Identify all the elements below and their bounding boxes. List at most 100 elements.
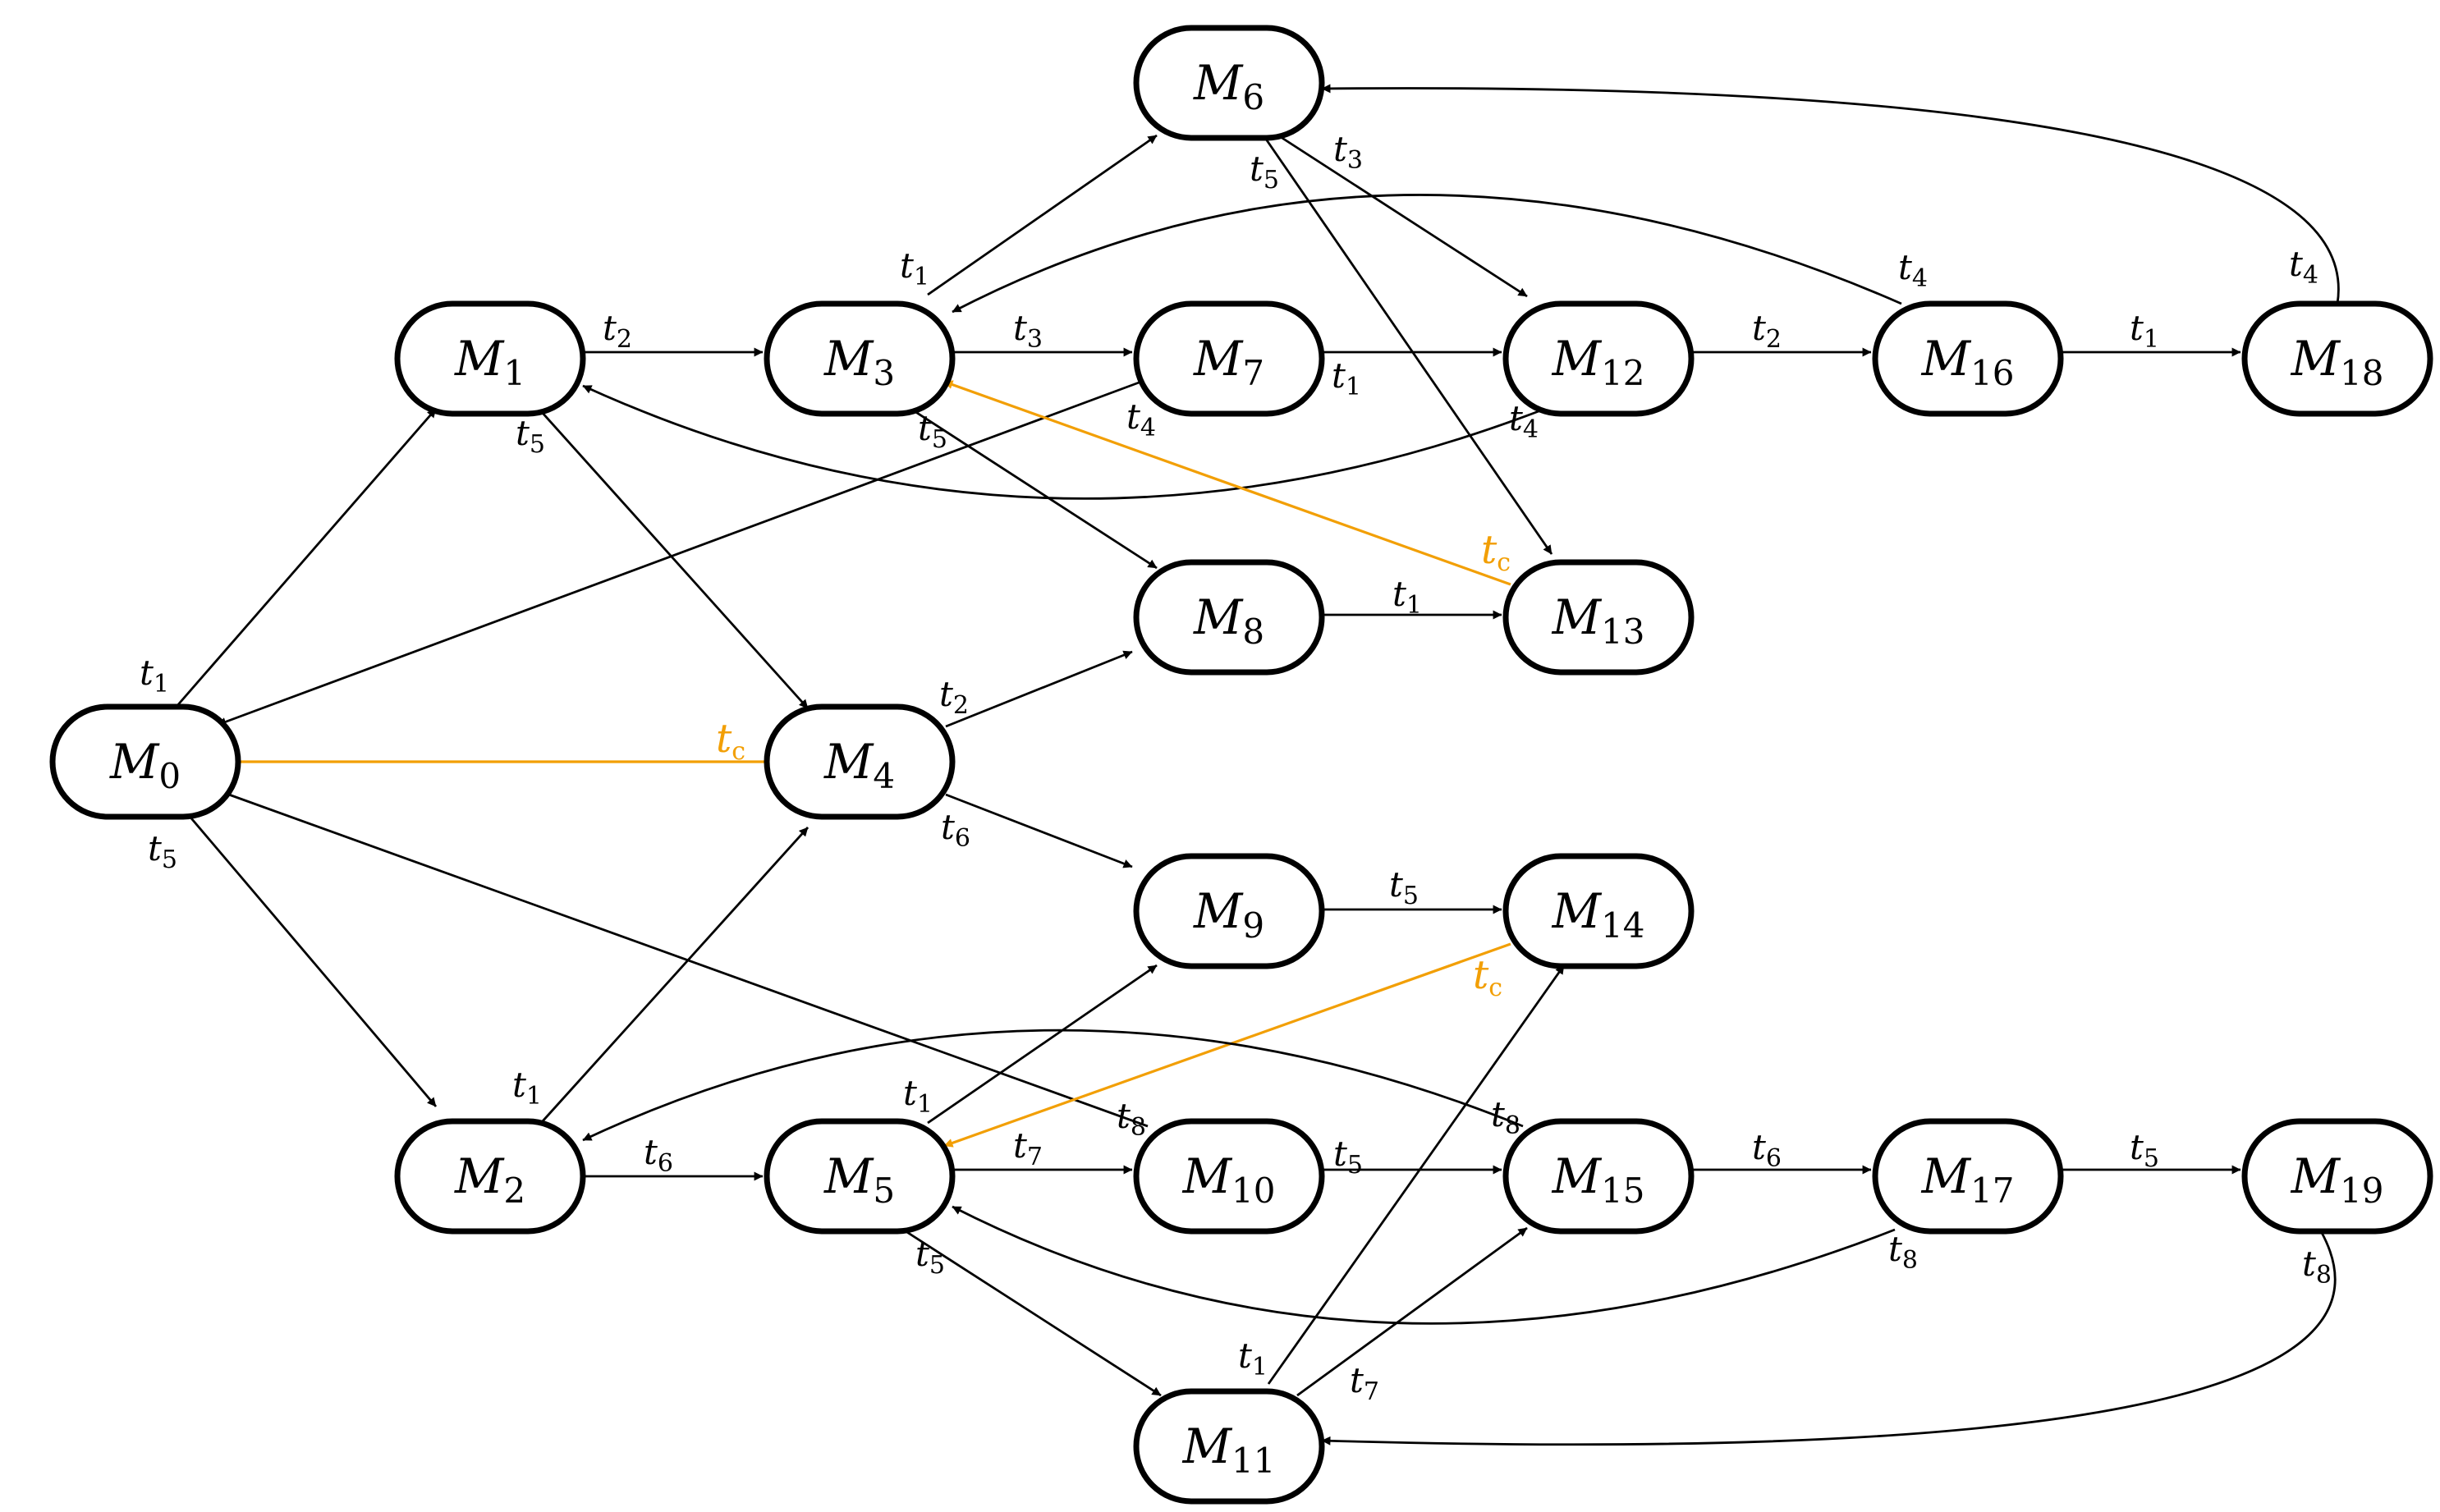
transition-arrow-m11-to-m15 [1296,1226,1528,1397]
transition-arrow-m19-to-m11 [1321,1230,2337,1446]
transition-arrow-m15-to-m2 [582,1029,1524,1142]
state-node-m11: M11 [1133,1388,1325,1505]
transition-arrow-m11-to-m14 [1267,964,1566,1385]
state-node-box [49,703,241,820]
transition-arrow-m13-to-m3 [943,380,1511,586]
state-node-box [1133,1388,1325,1505]
state-node-label: M9 [1193,883,1264,946]
state-node-box [2241,1118,2433,1235]
transition-arrow-m3-to-m8 [902,402,1158,570]
transition-label-m7-to-m12: t1 [1332,355,1361,401]
state-node-box [1872,1118,2064,1235]
state-node-box [394,1118,586,1235]
transition-label-m2-to-m4: t1 [512,1065,542,1111]
state-node-m5: M5 [764,1118,956,1235]
state-node-label: M18 [2291,331,2384,393]
transition-arrow-m5-to-m9 [927,964,1158,1125]
transition-label-m12-to-m1: t4 [1509,398,1539,444]
transition-label-m7-to-m0: t4 [1126,396,1156,442]
state-node-box [764,300,956,417]
transition-arrow-m7-to-m0 [217,380,1142,726]
transition-label-m0-to-m2: t5 [148,828,177,874]
state-node-label: M17 [1921,1148,2015,1211]
transition-arrow-m12-to-m1 [582,384,1546,500]
transition-label-m3-to-m8: t5 [918,408,947,454]
transition-label-m5-to-m9: t1 [903,1073,933,1119]
state-node-label: M4 [823,734,895,796]
transition-arrow-m6-to-m12 [1280,135,1528,298]
state-node-m4: M4 [764,703,956,820]
transition-label-m5-to-m10: t7 [1013,1125,1043,1171]
transition-label-m17-to-m5: t8 [1888,1229,1918,1275]
transition-arrow-m3-to-m6 [927,134,1158,296]
transition-arrow-m6-to-m13 [1264,137,1553,555]
transition-label-m3-to-m7: t3 [1013,308,1043,354]
transition-arrow-m14-to-m5 [943,942,1511,1148]
state-node-label: M11 [1182,1418,1276,1481]
state-node-box [1502,300,1695,417]
state-node-m8: M8 [1133,559,1325,676]
state-node-label: M0 [109,734,181,796]
state-node-m6: M6 [1133,25,1325,141]
state-node-m2: M2 [394,1118,586,1235]
state-node-label: M12 [1552,331,1645,393]
transition-label-m10-to-m15: t5 [1333,1134,1363,1180]
state-node-box [1502,1118,1695,1235]
transition-label-m16-to-m18: t1 [2130,308,2159,354]
state-node-label: M14 [1552,883,1645,946]
state-node-box [394,300,586,417]
state-node-label: M7 [1193,331,1264,393]
transition-label-m12-to-m16: t2 [1752,308,1782,354]
state-node-label: M1 [454,331,525,393]
state-node-box [2241,300,2433,417]
state-node-box [1133,25,1325,141]
state-node-label: M2 [454,1148,525,1211]
state-node-box [1133,1118,1325,1235]
transition-label-m13-to-m3: tc [1481,527,1511,577]
transition-label-m15-to-m2: t8 [1491,1094,1520,1140]
state-node-box [1502,853,1695,969]
state-node-box [1133,853,1325,969]
state-node-m16: M16 [1872,300,2064,417]
transition-arrow-m0-to-m1 [173,408,438,709]
state-node-m7: M7 [1133,300,1325,417]
transition-label-m4-to-m9: t6 [941,807,970,853]
state-node-label: M8 [1193,589,1264,652]
state-node-label: M5 [823,1148,895,1211]
state-node-label: M10 [1182,1148,1276,1211]
state-node-box [1872,300,2064,417]
state-node-m12: M12 [1502,300,1695,417]
transition-label-m4-to-m0: tc [716,716,745,766]
state-node-label: M3 [823,331,895,393]
transition-label-m19-to-m11: t8 [2302,1244,2332,1290]
state-node-m10: M10 [1133,1118,1325,1235]
transition-label-m2-to-m5: t6 [644,1132,673,1178]
transition-label-m11-to-m14: t1 [1238,1336,1268,1381]
state-node-box [1133,559,1325,676]
transition-label-m9-to-m14: t5 [1389,864,1419,910]
state-node-m3: M3 [764,300,956,417]
transition-label-m17-to-m19: t5 [2130,1127,2159,1173]
state-node-box [1133,300,1325,417]
transition-label-m15-to-m17: t6 [1752,1127,1782,1173]
transition-label-m18-to-m6: t4 [2289,244,2318,290]
transition-label-m10-to-m0: t8 [1117,1096,1146,1142]
state-node-label: M13 [1552,589,1645,652]
transition-label-m16-to-m3: t4 [1898,247,1928,293]
state-node-box [1502,559,1695,676]
state-node-m1: M1 [394,300,586,417]
state-node-label: M6 [1193,55,1264,117]
state-node-box [764,1118,956,1235]
state-node-m14: M14 [1502,853,1695,969]
state-node-m9: M9 [1133,853,1325,969]
state-node-m13: M13 [1502,559,1695,676]
state-node-label: M15 [1552,1148,1645,1211]
transition-arrow-m17-to-m5 [952,1205,1896,1325]
state-node-m15: M15 [1502,1118,1695,1235]
transition-label-m1-to-m4: t5 [516,413,545,459]
transition-label-m5-to-m11: t5 [915,1234,945,1280]
transition-label-m3-to-m6: t1 [900,245,929,291]
transition-label-m11-to-m15: t7 [1350,1360,1379,1406]
